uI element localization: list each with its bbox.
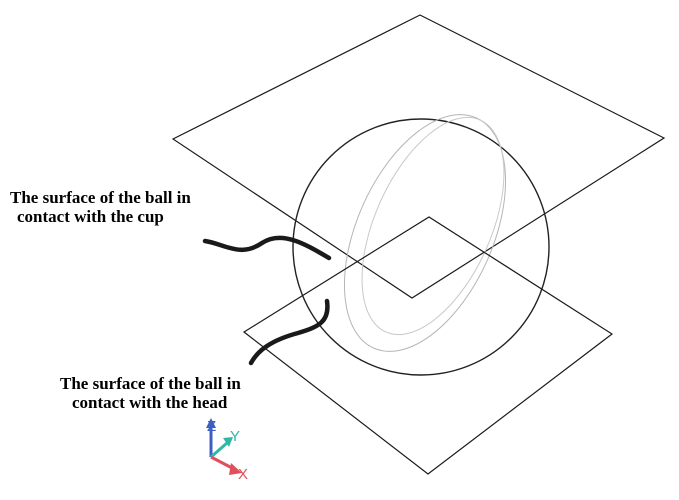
contact-band-inner	[361, 116, 505, 336]
y-axis-arrow	[223, 437, 233, 447]
y-axis-line	[210, 441, 228, 459]
label-head-line1: The surface of the ball in	[60, 374, 241, 393]
label-cup-line1: The surface of the ball in	[10, 188, 191, 207]
x-axis-arrow	[229, 463, 242, 475]
x-axis-label: X	[238, 466, 248, 483]
ball-sphere	[292, 118, 550, 376]
contact-band-outer	[343, 114, 507, 352]
leader-head	[248, 298, 330, 366]
axis-triad: Z Y X	[206, 418, 248, 483]
x-axis-line	[210, 455, 235, 471]
upper-plane	[171, 14, 666, 299]
z-axis-arrow	[206, 418, 216, 428]
label-cup-line2: contact with the cup	[17, 207, 164, 226]
y-axis-label: Y	[230, 428, 240, 445]
lower-plane	[242, 216, 614, 475]
label-head-line2: contact with the head	[72, 393, 228, 412]
z-axis-label: Z	[207, 418, 216, 435]
leader-cup	[202, 235, 332, 261]
